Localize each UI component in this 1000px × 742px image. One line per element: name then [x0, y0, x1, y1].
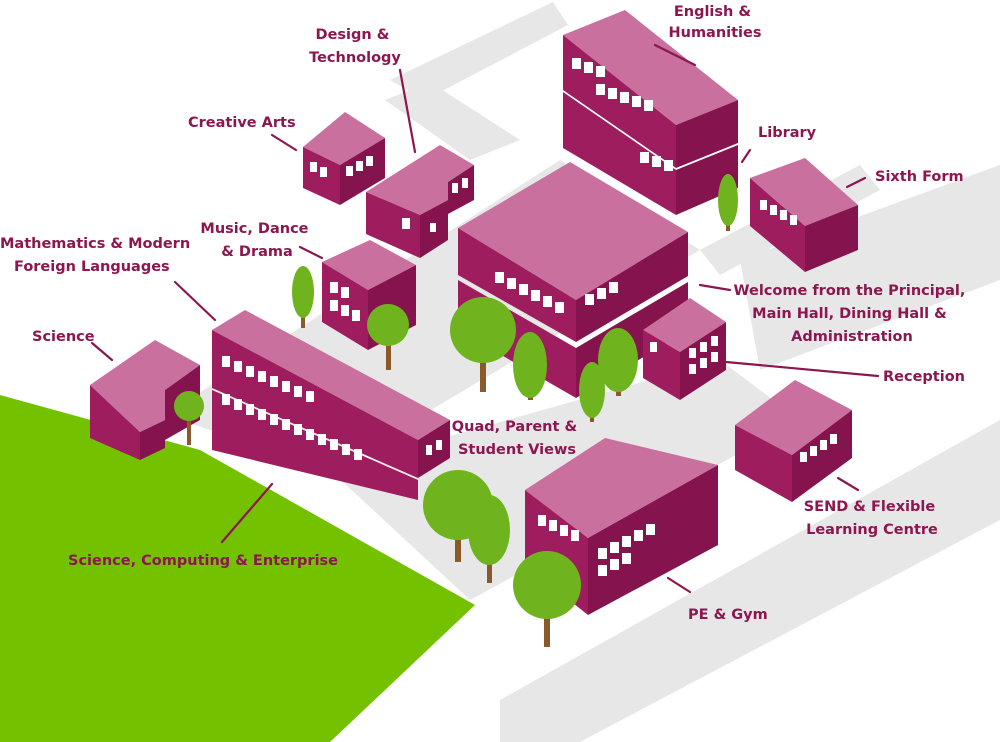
leader-lines: [90, 43, 880, 594]
label-line: English &: [674, 4, 752, 20]
label-line: Foreign Languages: [14, 259, 170, 275]
label-welcome-principal[interactable]: Welcome from the Principal, Main Hall, D…: [734, 283, 971, 345]
building-reception[interactable]: [643, 298, 726, 400]
label-line: Main Hall, Dining Hall &: [752, 306, 947, 322]
road-top: [390, 2, 568, 100]
label-line: Humanities: [668, 25, 761, 41]
building-science[interactable]: [90, 340, 200, 460]
building-send-flexible[interactable]: [735, 380, 852, 502]
label-line: & Drama: [221, 244, 293, 260]
building-sixth-form[interactable]: [750, 158, 858, 272]
tree: [579, 362, 605, 422]
road-right: [500, 420, 1000, 742]
label-line: Technology: [309, 50, 401, 66]
trees: [174, 174, 738, 647]
label-line: Quad, Parent &: [452, 419, 578, 435]
label-line: Administration: [791, 329, 913, 345]
label-line: Learning Centre: [806, 522, 938, 538]
tree: [513, 332, 547, 400]
label-music-dance-drama[interactable]: Music, Dance & Drama: [200, 221, 313, 260]
label-creative-arts[interactable]: Creative Arts: [188, 115, 296, 131]
label-line: Welcome from the Principal,: [734, 283, 966, 299]
building-design-technology[interactable]: [366, 145, 474, 258]
tree: [718, 174, 738, 231]
building-creative-arts[interactable]: [303, 112, 385, 205]
tree: [513, 551, 581, 647]
tree: [174, 391, 204, 445]
label-english-humanities[interactable]: English & Humanities: [668, 4, 761, 41]
label-line: Student Views: [458, 442, 576, 458]
label-maths-mfl[interactable]: Mathematics & Modern Foreign Languages: [0, 236, 195, 275]
label-quad-views[interactable]: Quad, Parent & Student Views: [452, 419, 582, 458]
building-science-computing-enterprise[interactable]: [212, 310, 450, 500]
label-line: Music, Dance: [200, 221, 308, 237]
label-line: Mathematics & Modern: [0, 236, 190, 252]
tree: [367, 304, 409, 370]
labels: English & Humanities Design & Technology…: [0, 4, 971, 623]
building-english-humanities[interactable]: [563, 10, 738, 215]
label-send-flexible[interactable]: SEND & Flexible Learning Centre: [804, 499, 941, 538]
label-reception[interactable]: Reception: [883, 369, 965, 385]
tree: [468, 495, 510, 583]
label-science[interactable]: Science: [32, 329, 95, 345]
grass-field: [0, 395, 475, 742]
label-line: Design &: [316, 27, 390, 43]
label-library[interactable]: Library: [758, 125, 817, 141]
tree: [292, 266, 314, 328]
label-science-computing-enterprise[interactable]: Science, Computing & Enterprise: [68, 553, 338, 569]
label-design-technology[interactable]: Design & Technology: [309, 27, 401, 66]
label-line: SEND & Flexible: [804, 499, 936, 515]
label-sixth-form[interactable]: Sixth Form: [875, 169, 964, 185]
road-upper-right: [740, 165, 1000, 370]
label-pe-gym[interactable]: PE & Gym: [688, 607, 768, 623]
tree: [598, 328, 638, 396]
path-top-left: [385, 82, 520, 160]
tree: [450, 297, 516, 392]
